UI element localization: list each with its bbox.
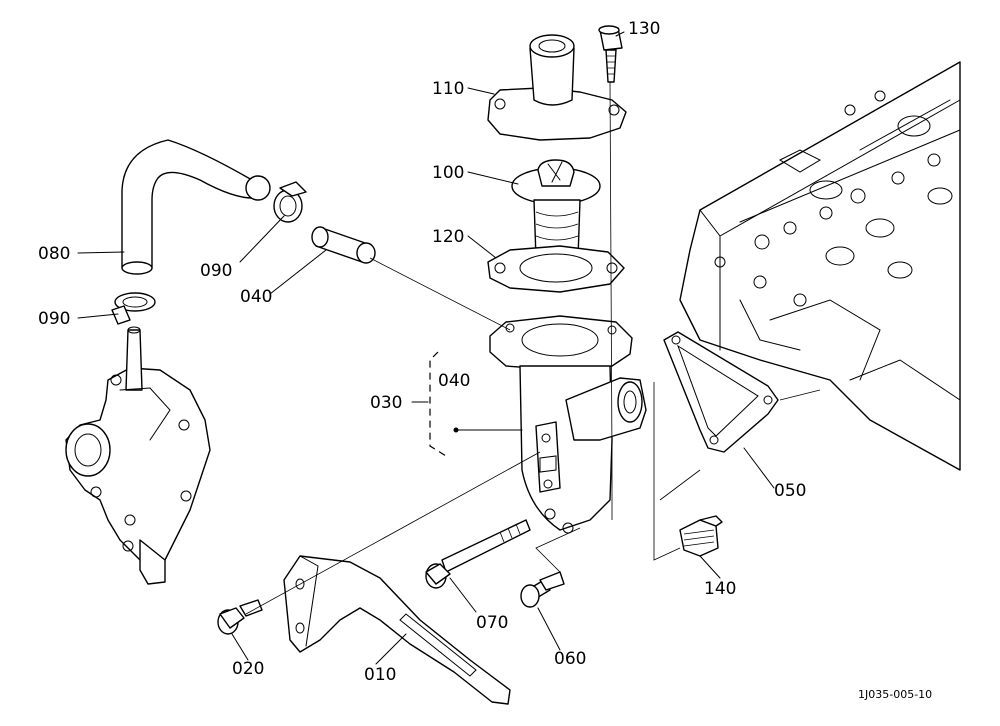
label-030: 030	[370, 393, 402, 413]
cylinder-head	[679, 61, 961, 471]
bolt-130	[598, 25, 623, 83]
label-020: 020	[232, 659, 264, 679]
label-090-upper: 090	[200, 261, 232, 281]
drawing-code: 1J035-005-10	[858, 688, 932, 701]
assembly-lines	[245, 81, 821, 615]
thermostat-100	[511, 159, 601, 259]
label-140: 140	[704, 579, 736, 599]
label-050: 050	[774, 481, 806, 501]
clamp-090-upper	[273, 181, 307, 223]
label-010: 010	[364, 665, 396, 685]
label-130: 130	[628, 19, 660, 39]
label-100: 100	[432, 163, 464, 183]
thermostat-cover-110	[487, 34, 627, 141]
bracket-010	[283, 555, 511, 705]
bolt-020	[217, 599, 263, 635]
label-120: 120	[432, 227, 464, 247]
label-080: 080	[38, 244, 70, 264]
water-pump	[65, 326, 211, 585]
label-110: 110	[432, 79, 464, 99]
label-060: 060	[554, 649, 586, 669]
bolt-060	[520, 571, 565, 608]
bolt-070	[425, 519, 531, 589]
label-070: 070	[476, 613, 508, 633]
callout-leaders	[77, 31, 775, 665]
label-040-pipe: 040	[240, 287, 272, 307]
gasket-050	[663, 331, 779, 453]
gasket-120	[487, 245, 625, 293]
plug-140	[679, 515, 723, 557]
pipe-040	[311, 226, 376, 264]
clamp-090-lower	[111, 292, 156, 325]
thermostat-housing-030	[489, 315, 647, 534]
hose-080	[121, 139, 271, 275]
label-040-group: 040	[438, 371, 470, 391]
label-090-lower: 090	[38, 309, 70, 329]
